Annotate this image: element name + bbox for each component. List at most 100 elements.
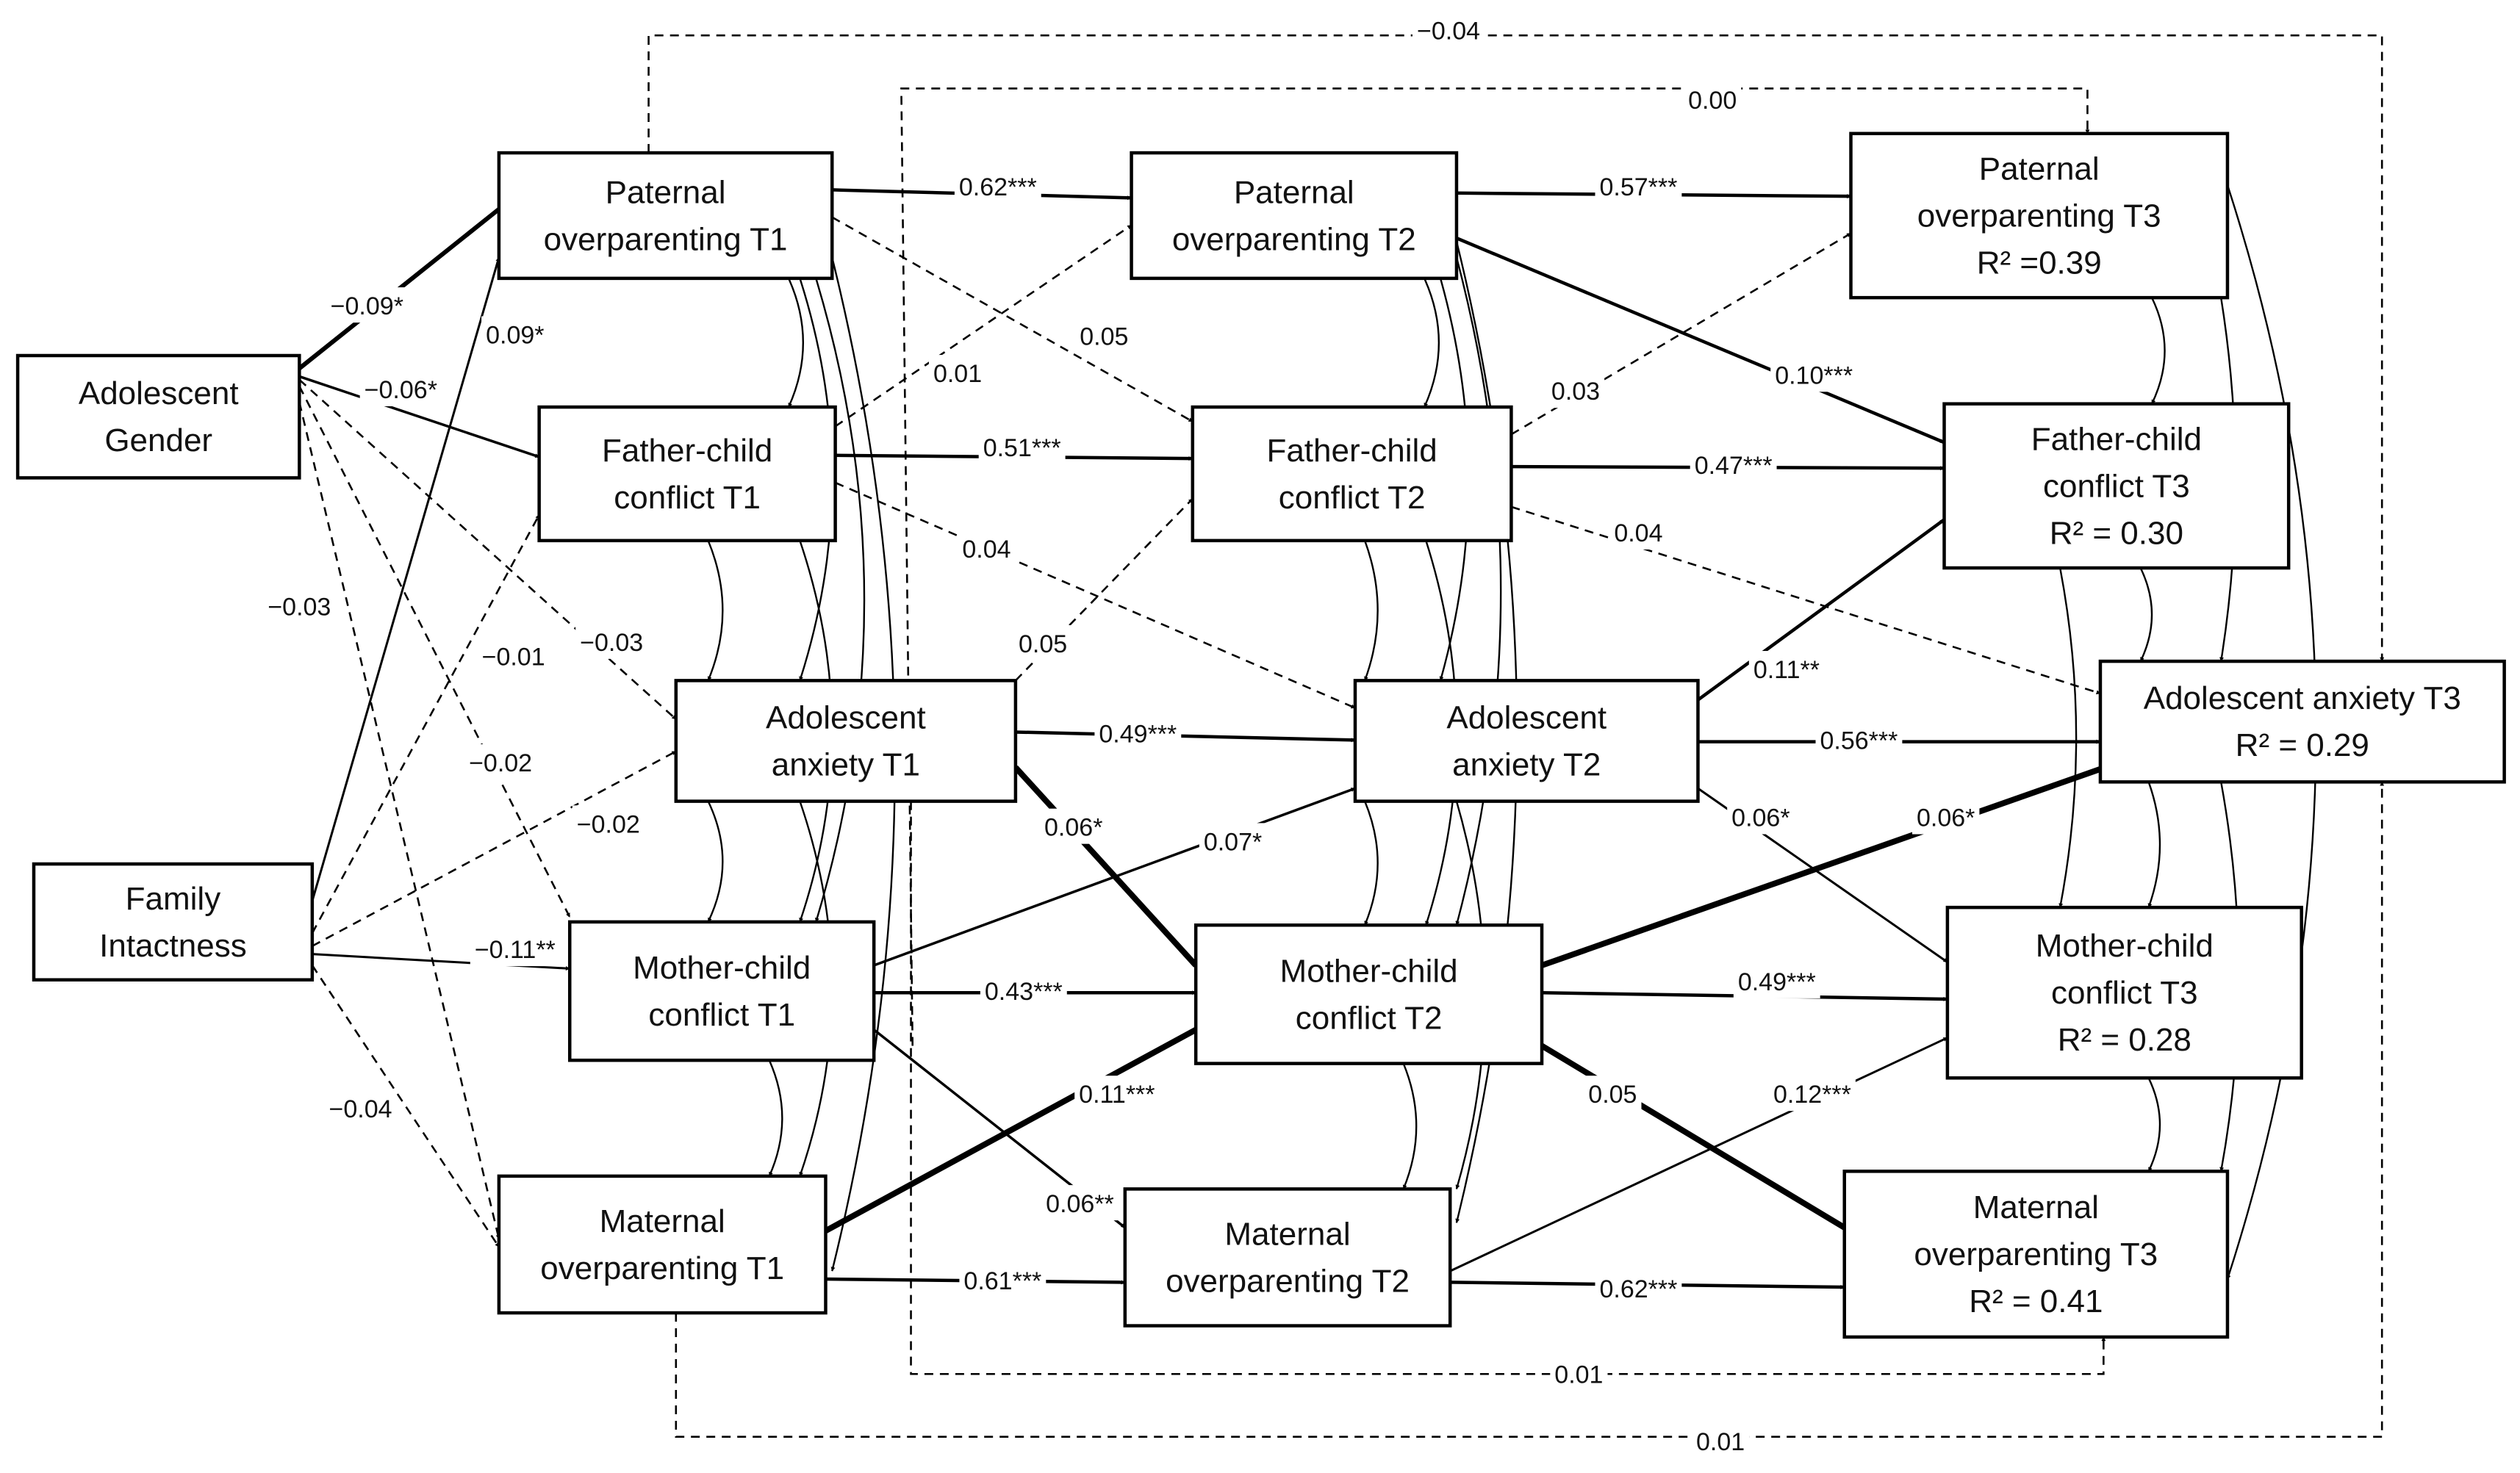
coef-fc2-fc3: 0.47***	[1695, 452, 1773, 480]
label-layer: −0.040.000.010.010.62***0.57***0.51***0.…	[263, 12, 1980, 1459]
coef-po1-fc2: 0.05	[1080, 323, 1128, 351]
cov-po3-fc3	[2147, 292, 2166, 405]
node-label-line: Family	[126, 881, 221, 917]
node-label-line: Maternal	[1973, 1189, 2099, 1225]
cov-po2-fc2	[1421, 273, 1440, 408]
coef-gender-mc1: −0.01	[482, 644, 545, 671]
node-box	[1130, 151, 1459, 281]
edge-layer	[298, 34, 2385, 1438]
coef-mo1-mc2: 0.11***	[1079, 1081, 1155, 1109]
coef-intact-aa1: −0.02	[577, 810, 640, 838]
path-intact-mo1	[311, 965, 500, 1247]
coef-bg	[1550, 1355, 1608, 1391]
node-box	[1123, 1187, 1452, 1328]
node-box	[1193, 923, 1544, 1065]
node-label-line: R² = 0.28	[2058, 1022, 2191, 1058]
coef-intact-mc1: −0.11**	[475, 936, 556, 964]
coef-bg	[1094, 715, 1182, 751]
coef-bg	[1412, 12, 1485, 48]
path-intact-fc1	[311, 514, 540, 934]
coef-bg	[464, 744, 537, 780]
cov-mc3-mo3	[2144, 1073, 2161, 1172]
path-gender-fc1	[298, 375, 540, 458]
node-label-line: Adolescent anxiety T3	[2144, 680, 2461, 716]
coef-fc2-po3: 0.03	[1551, 378, 1600, 406]
node-label-line: Maternal	[1224, 1216, 1350, 1252]
node-label-line: conflict T1	[614, 480, 761, 516]
path-aa1-fc2	[1014, 497, 1193, 682]
coef-aa1-fc2: 0.05	[1019, 630, 1067, 658]
node-label-line: Mother-child	[2036, 928, 2214, 964]
path-mc1-aa2	[873, 787, 1356, 967]
coef-bg	[1733, 962, 1820, 998]
coef-bg	[1692, 1423, 1750, 1459]
node-box	[1353, 679, 1700, 803]
coef-bg	[959, 1262, 1047, 1298]
node-box	[497, 1174, 828, 1315]
path-gender-aa1	[298, 378, 677, 720]
coef-bg	[1041, 1185, 1119, 1221]
coef-bg	[326, 287, 408, 323]
path-fc1-aa2	[835, 481, 1356, 709]
node-box	[1942, 402, 2291, 570]
coef-bg	[1609, 514, 1668, 550]
coef-bg	[572, 805, 645, 841]
coef-bg	[1769, 1076, 1856, 1112]
coef-bg	[1690, 446, 1777, 482]
path-mo1-aa3	[675, 781, 2385, 1438]
node-box	[32, 862, 315, 982]
coef-bg	[1075, 317, 1133, 353]
coef-bg	[470, 931, 560, 967]
coef-bg	[980, 973, 1067, 1009]
path-aa1-mo3	[910, 801, 2106, 1375]
path-aa1-aa2	[1015, 730, 1356, 743]
coef-intact-po1: 0.09*	[486, 322, 544, 350]
path-mc2-mo3	[1540, 1043, 1846, 1231]
node-box	[1842, 1170, 2230, 1339]
coef-mc2-fc3: 0.11**	[1753, 656, 1820, 684]
coef-bg	[1546, 372, 1605, 408]
coef-po1-po2: 0.62***	[959, 173, 1037, 201]
node-label-line: overparenting T3	[1917, 198, 2161, 234]
coef-fc1-fc2: 0.51***	[983, 434, 1061, 462]
coef-bg	[1199, 823, 1267, 859]
path-po1-fc2	[831, 216, 1193, 422]
path-gender-mc1	[298, 386, 571, 918]
coef-bg	[1595, 1270, 1682, 1306]
node-label-line: R² = 0.30	[2050, 515, 2183, 551]
coef-bg	[958, 530, 1016, 566]
coef-bg	[954, 168, 1041, 204]
coef-aa2-mc3: 0.06*	[1731, 804, 1790, 832]
coef-bg	[1770, 356, 1858, 392]
node-label-line: anxiety T1	[772, 746, 920, 782]
node-label-line: conflict T2	[1279, 480, 1426, 516]
coef-mc2-mo3: 0.05	[1588, 1081, 1637, 1109]
node-box	[537, 405, 837, 543]
path-mc2-fc3	[1697, 518, 1945, 702]
cov-mc1-mo1	[765, 1056, 783, 1177]
coef-fc2-aa3: 0.04	[1614, 519, 1662, 547]
node-label-line: overparenting T1	[544, 221, 788, 257]
cov-po1-fc1	[785, 273, 805, 408]
coef-top-outer: −0.04	[1417, 18, 1480, 46]
node-box	[2098, 659, 2506, 784]
coef-mo2-mc3: 0.12***	[1773, 1081, 1851, 1109]
coef-aa1-mc2: 0.06*	[1044, 814, 1102, 842]
coef-bg	[1040, 808, 1108, 844]
coef-gender-mo1: −0.03	[268, 594, 331, 622]
node-label-line: R² = 0.41	[1969, 1283, 2103, 1319]
node-box	[1945, 905, 2303, 1080]
node-label-line: Father-child	[1266, 433, 1437, 469]
node-label-line: Mother-child	[633, 950, 811, 986]
coef-bg	[481, 316, 549, 352]
coef-bg	[359, 370, 442, 406]
coef-bg	[575, 623, 648, 659]
coef-bg	[1912, 799, 1980, 835]
